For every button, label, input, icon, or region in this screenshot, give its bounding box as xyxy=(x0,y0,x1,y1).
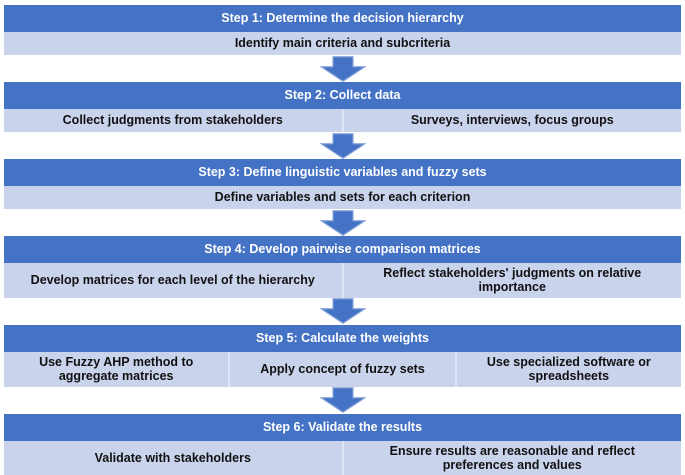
flow-connector-5 xyxy=(4,387,681,414)
step-5-detail-2: Apply concept of fuzzy sets xyxy=(228,352,454,387)
step-4: Step 4: Develop pairwise comparison matr… xyxy=(4,236,681,298)
step-4-details: Develop matrices for each level of the h… xyxy=(4,263,681,298)
step-2-detail-2: Surveys, interviews, focus groups xyxy=(342,109,682,132)
step-5-detail-3: Use specialized software or spreadsheets xyxy=(455,352,681,387)
step-3: Step 3: Define linguistic variables and … xyxy=(4,159,681,209)
step-6-detail-1: Validate with stakeholders xyxy=(4,441,342,475)
step-5-details: Use Fuzzy AHP method to aggregate matric… xyxy=(4,352,681,387)
down-arrow-icon xyxy=(320,133,366,159)
step-5: Step 5: Calculate the weights Use Fuzzy … xyxy=(4,325,681,387)
step-3-details: Define variables and sets for each crite… xyxy=(4,186,681,209)
flow-connector-4 xyxy=(4,298,681,325)
down-arrow-icon xyxy=(320,387,366,413)
step-2: Step 2: Collect data Collect judgments f… xyxy=(4,82,681,132)
step-2-details: Collect judgments from stakeholders Surv… xyxy=(4,109,681,132)
step-1: Step 1: Determine the decision hierarchy… xyxy=(4,5,681,55)
step-4-header: Step 4: Develop pairwise comparison matr… xyxy=(4,236,681,263)
step-5-detail-1: Use Fuzzy AHP method to aggregate matric… xyxy=(4,352,228,387)
flow-connector-3 xyxy=(4,209,681,236)
step-2-header: Step 2: Collect data xyxy=(4,82,681,109)
flow-connector-2 xyxy=(4,132,681,159)
step-4-detail-1: Develop matrices for each level of the h… xyxy=(4,263,342,298)
down-arrow-icon xyxy=(320,56,366,82)
down-arrow-icon xyxy=(320,298,366,324)
step-4-detail-2: Reflect stakeholders' judgments on relat… xyxy=(342,263,682,298)
step-1-header: Step 1: Determine the decision hierarchy xyxy=(4,5,681,32)
step-3-header: Step 3: Define linguistic variables and … xyxy=(4,159,681,186)
step-1-detail-1: Identify main criteria and subcriteria xyxy=(4,32,681,55)
step-6-detail-2: Ensure results are reasonable and reflec… xyxy=(342,441,682,475)
down-arrow-icon xyxy=(320,210,366,236)
step-3-detail-1: Define variables and sets for each crite… xyxy=(4,186,681,209)
flow-connector-1 xyxy=(4,55,681,82)
step-6-header: Step 6: Validate the results xyxy=(4,414,681,441)
step-6-details: Validate with stakeholders Ensure result… xyxy=(4,441,681,475)
step-5-header: Step 5: Calculate the weights xyxy=(4,325,681,352)
step-1-details: Identify main criteria and subcriteria xyxy=(4,32,681,55)
step-2-detail-1: Collect judgments from stakeholders xyxy=(4,109,342,132)
